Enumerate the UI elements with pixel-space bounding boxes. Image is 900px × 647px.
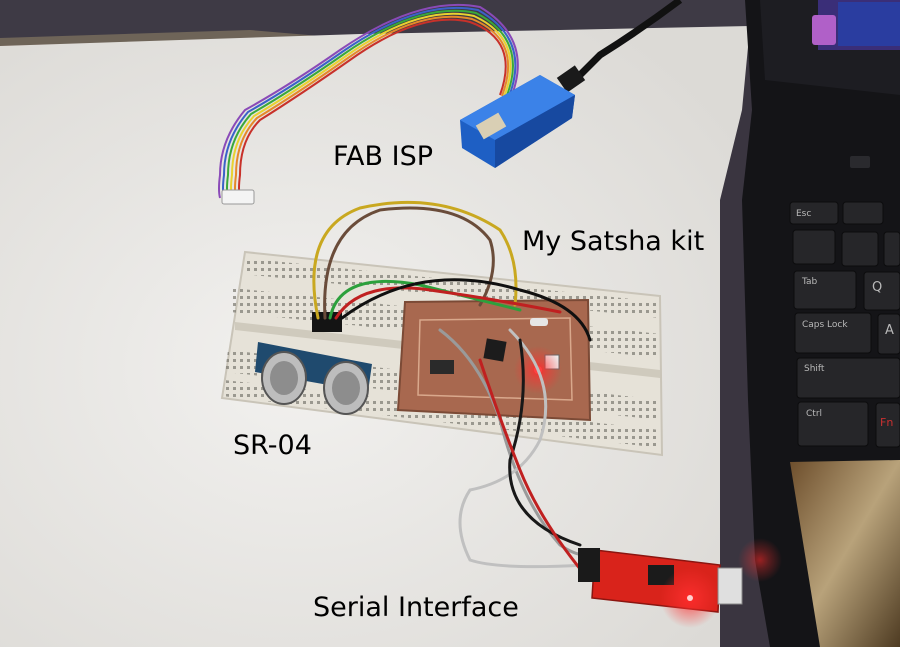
ribbon-cable (218, 3, 519, 199)
key-esc: Esc (796, 209, 811, 219)
key-tab: Tab (801, 277, 818, 287)
sr04-label: SR-04 (233, 430, 312, 461)
serial-interface-board (578, 538, 782, 628)
key-q: Q (872, 280, 882, 295)
laptop (742, 0, 900, 647)
sr04-sensor (255, 312, 372, 415)
laptop-screen (790, 460, 900, 647)
satsha-kit-label: My Satsha kit (522, 226, 705, 257)
usb-cable (572, 0, 683, 83)
key-fn: Fn (880, 416, 893, 429)
fab-isp-label: FAB ISP (333, 141, 434, 172)
key-shift: Shift (804, 364, 825, 374)
fab-isp-device (460, 75, 575, 168)
ribbon-connector (221, 189, 255, 205)
key-ctrl: Ctrl (806, 409, 822, 419)
satsha-pcb (396, 298, 592, 422)
serial-interface-label: Serial Interface (313, 592, 519, 623)
jumper-wires (312, 200, 592, 577)
key-a: A (885, 323, 894, 338)
key-caps-lock: Caps Lock (802, 320, 848, 330)
